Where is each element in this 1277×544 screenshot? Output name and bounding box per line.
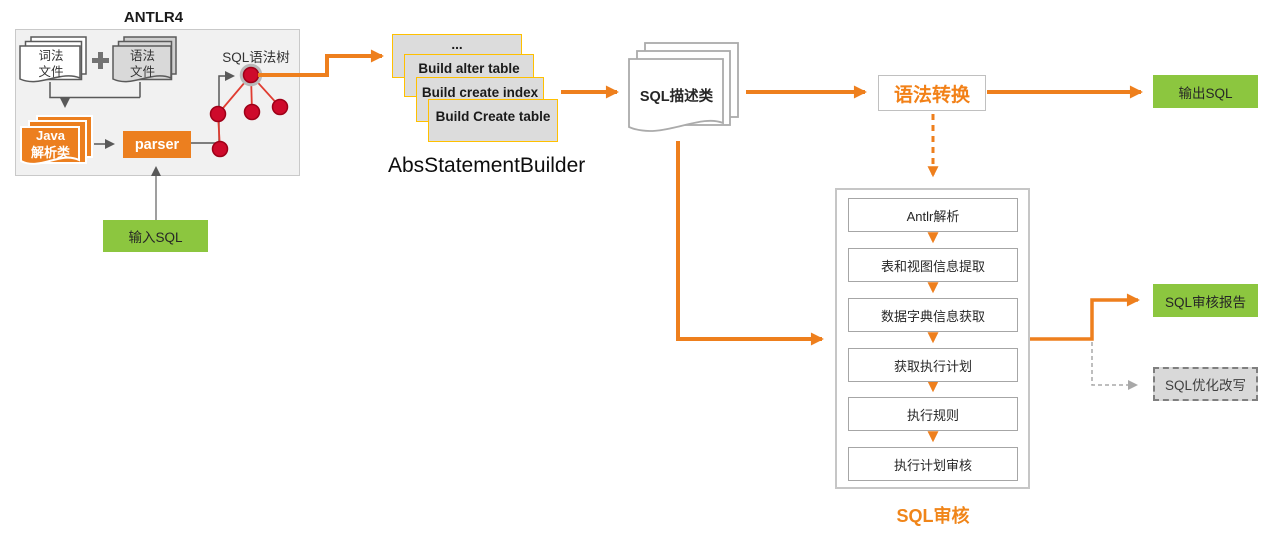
builder-card-create-table: Build Create table bbox=[428, 99, 558, 142]
audit-step-exec-plan-review: 执行计划审核 bbox=[848, 447, 1018, 481]
java-parser-classes-label: Java 解析类 bbox=[30, 128, 70, 160]
audit-to-rewrite-dashed-arrow bbox=[1091, 342, 1138, 390]
antlr4-title: ANTLR4 bbox=[123, 8, 184, 26]
sql-audit-report-box: SQL审核报告 bbox=[1153, 284, 1258, 317]
grammar-files-label: 语法 文件 bbox=[129, 49, 155, 79]
audit-step-antlr-parse: Antlr解析 bbox=[848, 198, 1018, 232]
parser-box: parser bbox=[123, 131, 191, 158]
input-sql-box: 输入SQL bbox=[103, 220, 208, 252]
sql-rewrite-box: SQL优化改写 bbox=[1153, 367, 1258, 401]
audit-step-data-dictionary: 数据字典信息获取 bbox=[848, 298, 1018, 332]
output-sql-box: 输出SQL bbox=[1153, 75, 1258, 108]
sql-syntax-tree-label: SQL语法树 bbox=[222, 50, 290, 65]
lexer-files-label: 词法 文件 bbox=[38, 49, 64, 79]
sql-audit-container bbox=[835, 188, 1030, 489]
sql-audit-label: SQL审核 bbox=[896, 506, 970, 526]
abs-statement-builder-label: AbsStatementBuilder bbox=[388, 154, 586, 177]
audit-to-report-arrow bbox=[1030, 293, 1140, 341]
audit-step-table-view-extract: 表和视图信息提取 bbox=[848, 248, 1018, 282]
plus-icon bbox=[92, 52, 109, 69]
audit-step-exec-rules: 执行规则 bbox=[848, 397, 1018, 431]
audit-step-get-exec-plan: 获取执行计划 bbox=[848, 348, 1018, 382]
sql-descriptor-label: SQL描述类 bbox=[639, 88, 714, 105]
descriptor-to-audit-arrow bbox=[676, 141, 824, 346]
syntax-transform-box: 语法转换 bbox=[878, 75, 986, 111]
